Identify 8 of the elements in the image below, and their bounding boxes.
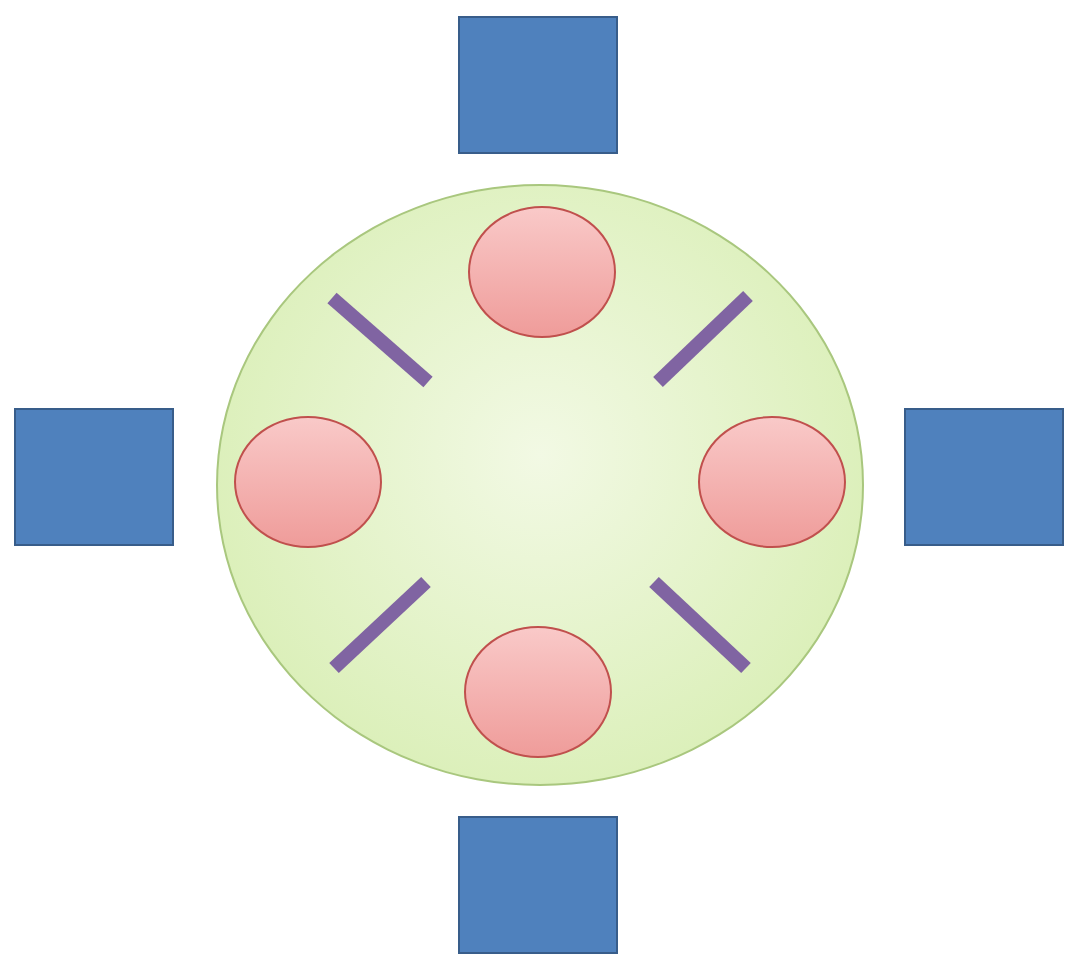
square (14, 408, 174, 546)
bar (650, 288, 756, 390)
bar (326, 574, 434, 676)
bar (324, 290, 436, 390)
square (904, 408, 1064, 546)
square (458, 16, 618, 154)
square (458, 816, 618, 954)
bar (646, 574, 754, 676)
